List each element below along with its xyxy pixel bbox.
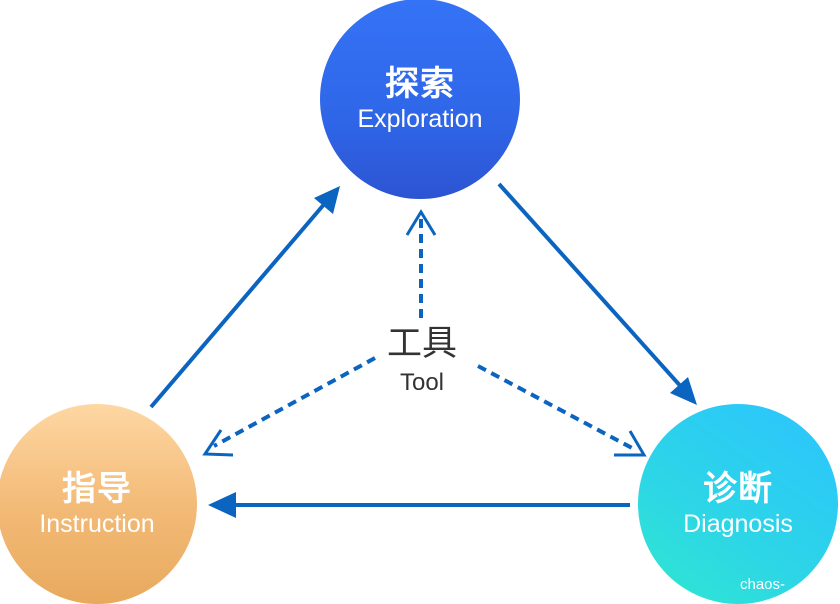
node-instruction-en: Instruction	[39, 510, 155, 538]
edge-line	[497, 182, 686, 392]
tool-label-en: Tool	[399, 369, 445, 396]
edge-tool-to-diagnosis	[477, 364, 647, 457]
node-diagnosis-zh: 诊断	[703, 469, 773, 509]
open-arrowhead-icon	[202, 429, 234, 457]
edge-line	[213, 356, 376, 448]
node-instruction-zh: 指导	[62, 469, 132, 509]
tool-label-zh: 工具	[386, 324, 457, 364]
edge-line	[149, 200, 328, 409]
node-diagnosis-en: Diagnosis	[683, 510, 793, 538]
node-diagnosis: 诊断 Diagnosis	[638, 404, 838, 604]
open-arrowhead-icon	[614, 430, 647, 457]
arrowhead-icon	[208, 492, 236, 518]
node-exploration: 探索 Exploration	[320, 0, 520, 199]
node-exploration-en: Exploration	[357, 105, 483, 133]
edge-tool-to-exploration	[405, 209, 437, 318]
open-arrowhead-icon	[405, 209, 437, 236]
edge-exploration-to-diagnosis	[497, 182, 697, 405]
arrowhead-icon	[670, 377, 697, 405]
edge-diagnosis-to-instruction	[208, 492, 630, 518]
node-instruction: 指导 Instruction	[0, 404, 197, 604]
edge-instruction-to-exploration	[149, 186, 340, 409]
arrowhead-icon	[314, 186, 340, 214]
edge-tool-to-instruction	[202, 356, 376, 457]
watermark: chaos-	[740, 576, 786, 593]
edge-line	[477, 364, 633, 450]
node-exploration-zh: 探索	[385, 64, 455, 104]
